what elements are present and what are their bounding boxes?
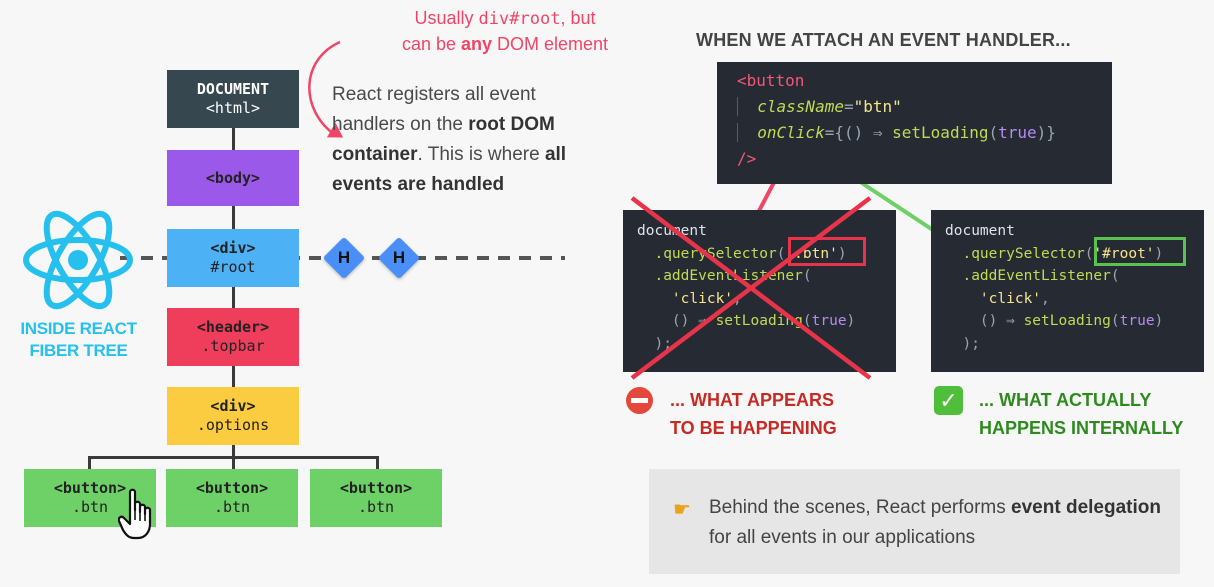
code-left-bool: true (811, 313, 847, 329)
code-left-evt: 'click' (671, 290, 734, 307)
pointing-hand-icon: ☛ (673, 499, 691, 521)
summary-bold: event delegation (1011, 497, 1161, 518)
code-right-bool: true (1119, 313, 1155, 329)
node-button-1-tag: <button> (53, 479, 127, 497)
code-right-evt: 'click' (979, 290, 1042, 307)
node-root: <div> #root (167, 229, 299, 287)
node-button-2-class: .btn (213, 498, 251, 516)
right-label-line2: HAPPENS INTERNALLY (979, 418, 1184, 438)
code-right-arg1: '#root' (1093, 245, 1155, 262)
root-note: Usually div#root, but can be any DOM ele… (360, 6, 650, 57)
node-header: <header> .topbar (167, 308, 299, 366)
check-mark-icon: ✓ (934, 386, 963, 415)
right-label: ... WHAT ACTUALLY HAPPENS INTERNALLY (979, 386, 1209, 442)
node-options: <div> .options (167, 387, 299, 445)
node-button-3[interactable]: <button> .btn (310, 469, 442, 527)
node-document-tag: <html> (205, 99, 261, 117)
note-arrowhead (326, 122, 344, 138)
code-top-close: /> (737, 149, 757, 168)
code-top-open: <button (737, 71, 805, 90)
description-bold-2: all events are handled (332, 144, 567, 195)
code-right-method2: .addEventListener (962, 268, 1111, 284)
code-left-method2: .addEventListener (654, 268, 803, 284)
note-code: div#root (478, 9, 561, 29)
handler-label-2: H (392, 248, 406, 267)
note-text-3: can be (401, 34, 461, 54)
note-text-2: , but (560, 8, 596, 28)
right-label-line1: ... WHAT ACTUALLY (979, 390, 1152, 410)
react-logo-icon (23, 210, 133, 310)
node-document: DOCUMENT <html> (167, 70, 299, 128)
node-document-name: DOCUMENT (196, 80, 270, 98)
node-root-tag: <div> (210, 239, 256, 257)
code-top-fn: setLoading (892, 123, 989, 142)
no-entry-icon (626, 387, 653, 414)
node-body: <body> (167, 150, 299, 206)
wrong-selector-highlight (788, 237, 866, 266)
tree-branch-left (88, 456, 91, 470)
description-text-1: React registers all event handlers on th… (332, 84, 536, 135)
node-button-1-class: .btn (71, 498, 109, 516)
node-header-tag: <header> (196, 318, 270, 336)
code-left-fn: setLoading (715, 313, 803, 329)
code-right-obj: document (945, 223, 1015, 239)
node-button-2-tag: <button> (195, 479, 269, 497)
node-header-class: .topbar (201, 337, 265, 355)
node-button-3-class: .btn (357, 498, 395, 516)
summary-text-1: Behind the scenes, React performs (709, 497, 1012, 518)
wrong-label-line1: ... WHAT APPEARS (670, 390, 835, 410)
description: React registers all event handlers on th… (332, 80, 592, 200)
note-text-1: Usually (414, 8, 479, 28)
hand-cursor-icon (118, 488, 152, 540)
code-right-method1: .querySelector (962, 245, 1085, 262)
summary-text-2: for all events in our applications (709, 527, 976, 548)
code-top-attr1: className (757, 97, 844, 116)
jsx-code-block: <button className="btn" onClick={() ⇒ se… (717, 62, 1112, 184)
code-top-bool: true (998, 123, 1037, 142)
node-options-tag: <div> (210, 397, 256, 415)
node-button-3-tag: <button> (339, 479, 413, 497)
wrong-label-line2: TO BE HAPPENING (670, 418, 837, 438)
code-right-fn: setLoading (1023, 313, 1111, 329)
fiber-tree-label: INSIDE REACT FIBER TREE (20, 319, 137, 360)
note-bold: any (460, 34, 493, 54)
tree-trunk (232, 128, 235, 471)
node-root-id: #root (210, 258, 256, 276)
right-selector-highlight (1094, 237, 1186, 266)
node-button-2[interactable]: <button> .btn (166, 469, 298, 527)
code-top-val1: "btn" (853, 97, 902, 116)
code-top-attr2: onClick (757, 123, 825, 142)
note-arrow (308, 40, 341, 137)
summary-callout: ☛ Behind the scenes, React performs even… (649, 469, 1180, 574)
tree-branch-right (376, 456, 379, 470)
section-heading: WHEN WE ATTACH AN EVENT HANDLER... (696, 30, 1071, 50)
description-bold-1: root DOM container (332, 114, 555, 165)
node-body-tag: <body> (205, 168, 261, 187)
summary-text: Behind the scenes, React performs event … (709, 493, 1169, 553)
wrong-label: ... WHAT APPEARS TO BE HAPPENING (670, 386, 890, 442)
note-text-4: DOM element (492, 34, 609, 54)
handler-label-1: H (337, 248, 351, 267)
description-text-2: . This is where (417, 144, 545, 165)
tree-branch-bar (88, 456, 379, 459)
node-options-class: .options (196, 416, 270, 434)
code-left-method1: .querySelector (654, 245, 777, 262)
